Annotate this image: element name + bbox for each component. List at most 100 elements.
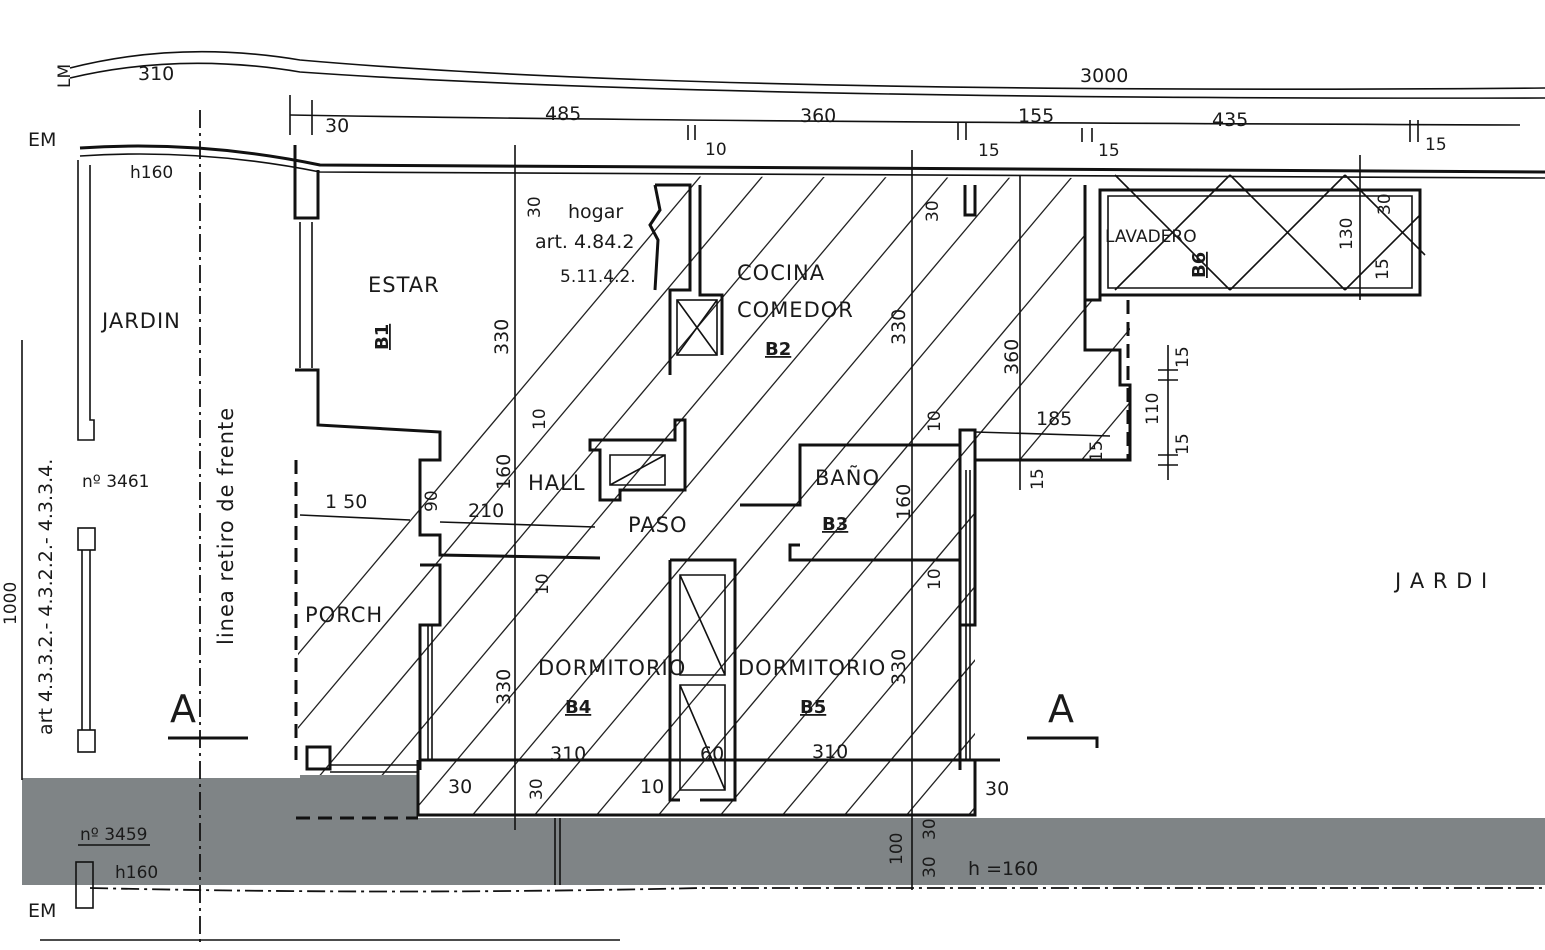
dim-30-cocina: 30 xyxy=(923,200,943,222)
dim-30-s2: 30 xyxy=(920,856,940,878)
dim-160-hall: 160 xyxy=(493,454,515,490)
hatch-line xyxy=(1079,175,1130,815)
room-cocina: COCINA xyxy=(737,261,825,285)
dim-10-mid: 10 xyxy=(925,410,945,432)
neighbour-wall xyxy=(77,160,95,441)
closet-lines xyxy=(679,574,726,791)
no-3461: nº 3461 xyxy=(82,472,149,492)
jardin-right: J A R D I xyxy=(1393,569,1488,593)
room-porch: PORCH xyxy=(305,603,383,627)
utility-walls xyxy=(740,300,1132,507)
section-line-right xyxy=(1027,736,1099,748)
hatch-line xyxy=(1390,165,1545,830)
dim-160-bath: 160 xyxy=(893,484,915,520)
front-wall-line xyxy=(79,144,1545,174)
room-estar: ESTAR xyxy=(368,273,440,297)
dim-15-lav: 15 xyxy=(1373,258,1393,280)
estar-wall-inner xyxy=(299,222,313,368)
dim-30-top: 30 xyxy=(325,115,349,137)
neighbour-post-2 xyxy=(77,729,96,753)
dim-110: 110 xyxy=(1143,393,1163,425)
hatch-line xyxy=(298,175,835,815)
code-b1: B1 xyxy=(372,324,393,350)
dim-30-lav: 30 xyxy=(1375,193,1395,215)
lavadero-inner xyxy=(1107,195,1413,289)
dim-90: 90 xyxy=(422,490,442,512)
dim-10-dorm: 10 xyxy=(533,573,553,595)
dim-185: 185 xyxy=(1036,408,1072,430)
dim-330-estar: 330 xyxy=(491,319,513,355)
hogar-art1: art. 4.84.2 xyxy=(535,231,634,253)
dim-435: 435 xyxy=(1212,109,1248,131)
room-bano: BAÑO xyxy=(815,464,880,490)
code-b2: B2 xyxy=(765,339,791,360)
lavadero-diamonds xyxy=(1114,174,1426,291)
em-bottom-label: EM xyxy=(28,900,56,922)
h160-bottom: h160 xyxy=(115,863,158,883)
dim-vert-right xyxy=(1158,345,1178,480)
dim-330-dorm1: 330 xyxy=(493,669,515,705)
hall-walls xyxy=(588,418,687,502)
hatch-line xyxy=(397,175,959,815)
dim-360-vert: 360 xyxy=(1001,339,1023,375)
dim-10-dorm2: 10 xyxy=(925,568,945,590)
dim-30-hogar: 30 xyxy=(525,196,545,218)
hogar-label: hogar xyxy=(568,201,623,223)
hogar-box-cross xyxy=(676,299,718,356)
section-a-right: A xyxy=(1048,687,1074,731)
hatch-line xyxy=(298,175,711,815)
dim-15-c: 15 xyxy=(1425,135,1447,155)
dim-330-dorm2: 330 xyxy=(888,649,910,685)
hatch-line xyxy=(521,175,1083,815)
hatch-line xyxy=(1017,175,1130,815)
room-dormitorio-1: DORMITORIO xyxy=(538,656,686,680)
room-paso: PASO xyxy=(628,513,688,537)
dim-130: 130 xyxy=(1337,218,1357,250)
code-b4: B4 xyxy=(565,697,591,718)
hall-closet xyxy=(609,454,666,486)
property-line-top xyxy=(69,50,1545,90)
h160-top: h160 xyxy=(130,163,173,183)
dim-10-bm: 10 xyxy=(640,776,664,798)
dim-30-bl: 30 xyxy=(448,776,472,798)
dim-line-185 xyxy=(974,431,1111,437)
dim-150: 1 50 xyxy=(325,491,367,513)
front-wall-line-2 xyxy=(79,153,1545,179)
street-band xyxy=(22,778,1545,885)
jardin-left: JARDIN xyxy=(100,309,181,333)
dim-155: 155 xyxy=(1018,105,1054,127)
porch-column xyxy=(305,745,332,771)
dim-3000: 3000 xyxy=(1080,65,1128,87)
street-line xyxy=(89,887,1545,893)
code-b6: B6 xyxy=(1189,252,1210,278)
porch-step xyxy=(330,764,418,773)
room-comedor: COMEDOR xyxy=(737,298,854,322)
dim-line-210 xyxy=(439,521,596,528)
neighbour-wall-2 xyxy=(81,550,91,730)
dim-15-r1: 15 xyxy=(1173,346,1193,368)
room-lavadero: LAVADERO xyxy=(1105,227,1197,247)
dim-310: 310 xyxy=(138,63,174,85)
room-hall: HALL xyxy=(528,471,586,495)
porch-dashed xyxy=(294,460,418,820)
hatch-line xyxy=(1266,165,1545,830)
hogar-walls xyxy=(648,183,724,375)
h160-street: h =160 xyxy=(968,858,1038,880)
dim-line-150 xyxy=(299,514,411,521)
neighbour-post-3 xyxy=(75,861,94,909)
section-a-left: A xyxy=(170,687,196,731)
code-b5: B5 xyxy=(800,697,826,718)
hatch-line xyxy=(1452,165,1545,830)
hatch-line xyxy=(1514,165,1545,830)
em-top-label: EM xyxy=(28,129,56,151)
code-b3: B3 xyxy=(822,514,848,535)
estar-walls xyxy=(293,145,601,560)
linea-retiro: linea retiro de frente xyxy=(214,407,238,645)
hatch-line xyxy=(831,175,1130,815)
dim-360-top: 360 xyxy=(800,105,836,127)
hatch-line xyxy=(583,175,1130,815)
hatch-line xyxy=(459,175,1021,815)
hogar-box xyxy=(676,299,718,356)
dim-15-bath: 15 xyxy=(1087,440,1107,462)
porch-floor-gray xyxy=(300,775,418,819)
